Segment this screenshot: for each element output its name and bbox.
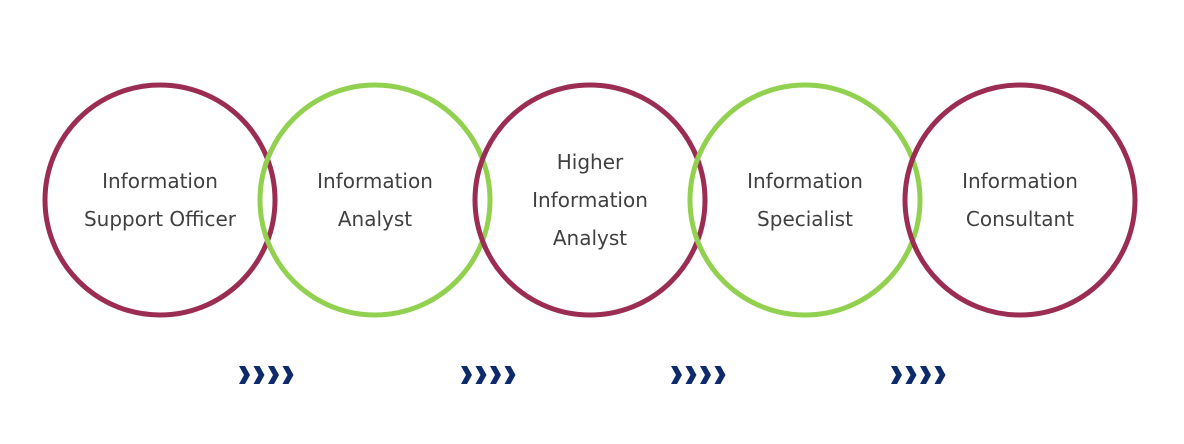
progression-arrow-group-1 <box>239 366 294 384</box>
step-label-3-line-1: Higher <box>557 150 624 174</box>
step-label-3-line-2: Information <box>532 188 648 212</box>
step-label-4-line-1: Information <box>747 169 863 193</box>
circles-layer <box>42 82 1138 318</box>
chevron-right-icon <box>934 366 946 384</box>
chevron-right-icon <box>490 366 501 384</box>
progression-arrow-group-2 <box>461 366 516 384</box>
chevron-right-icon <box>714 366 726 384</box>
step-label-5-line-1: Information <box>962 169 1078 193</box>
step-circle-2 <box>257 82 493 318</box>
step-circle-4 <box>687 82 923 318</box>
chevron-right-icon <box>671 366 682 384</box>
chevron-right-icon <box>475 366 487 384</box>
step-label-2-line-1: Information <box>317 169 433 193</box>
chevron-right-icon <box>685 366 697 384</box>
chevron-right-icon <box>504 366 516 384</box>
chevron-right-icon <box>920 366 931 384</box>
step-label-4-line-2: Specialist <box>757 207 853 231</box>
chevron-right-icon <box>253 366 265 384</box>
step-label-1-line-2: Support Officer <box>84 207 237 231</box>
chevron-right-icon <box>239 366 250 384</box>
step-label-5-line-2: Consultant <box>966 207 1074 231</box>
chevron-right-icon <box>282 366 294 384</box>
step-circle-3 <box>472 82 708 318</box>
chevron-right-icon <box>700 366 711 384</box>
chevron-right-icon <box>891 366 902 384</box>
step-label-3-line-3: Analyst <box>553 226 627 250</box>
step-circle-5 <box>902 82 1138 318</box>
arrows-layer <box>239 366 946 384</box>
progression-arrow-group-3 <box>671 366 726 384</box>
step-label-2-line-2: Analyst <box>338 207 412 231</box>
progression-arrow-group-4 <box>891 366 946 384</box>
chevron-right-icon <box>268 366 279 384</box>
step-label-1-line-1: Information <box>102 169 218 193</box>
step-circle-1 <box>42 82 278 318</box>
chevron-right-icon <box>461 366 472 384</box>
chevron-right-icon <box>905 366 917 384</box>
